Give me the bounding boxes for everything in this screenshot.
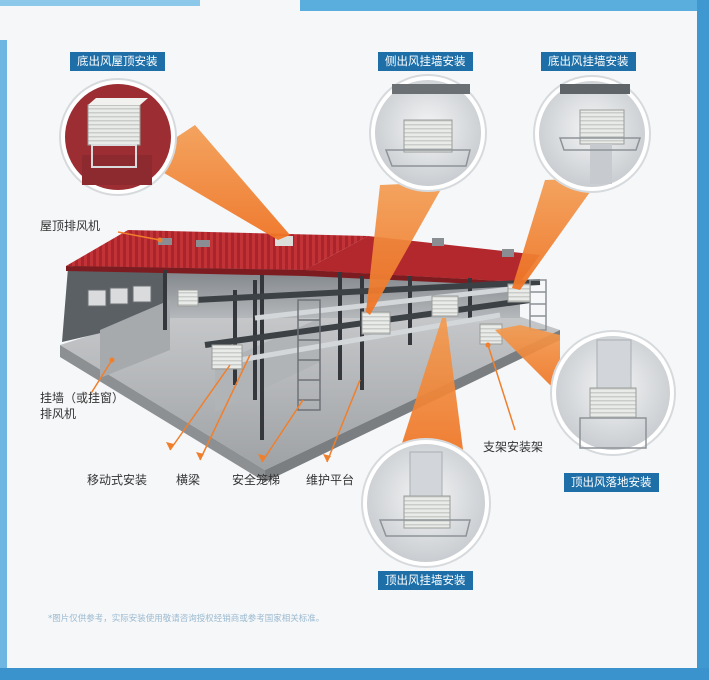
cone-top-wall <box>395 318 465 465</box>
bubble-top-wall <box>361 438 491 568</box>
label-wall-fan-line1: 挂墙（或挂窗） <box>40 391 125 405</box>
bubble-side-wall <box>369 74 487 192</box>
badge-bottom-wall-install: 底出风挂墙安装 <box>541 52 636 71</box>
label-beam: 横梁 <box>176 473 201 487</box>
cone-top-floor <box>495 325 560 395</box>
cone-bottom-wall <box>512 178 600 290</box>
cone-side-wall <box>366 182 445 315</box>
label-roof-fan: 屋顶排风机 <box>40 219 101 233</box>
safety-ladder <box>297 299 321 411</box>
wall-exhaust-fans <box>87 285 152 307</box>
label-maintenance-platform: 维护平台 <box>306 473 355 487</box>
frame-stripe-right <box>697 0 709 680</box>
roof-fan-units <box>158 236 514 257</box>
label-mobile-install: 移动式安装 <box>87 473 148 487</box>
badge-bottom-roof-install: 底出风屋顶安装 <box>70 52 165 71</box>
frame-stripe-top-left <box>0 0 200 6</box>
floor-slab-edge-right <box>265 330 560 482</box>
label-wall-fan-line2: 排风机 <box>40 407 77 421</box>
frame-stripe-left <box>0 40 7 680</box>
cone-roof <box>142 125 290 240</box>
roof-front <box>66 266 520 286</box>
pointer-arrowheads <box>109 237 491 462</box>
cooler-units <box>177 283 531 370</box>
frame-stripe-top <box>300 0 709 11</box>
beam-pipes <box>239 285 521 363</box>
label-bracket: 支架安装架 <box>483 440 544 454</box>
bubble-bottom-wall <box>533 75 651 193</box>
floor-slab-edge <box>60 345 265 482</box>
label-safety-ladder: 安全笼梯 <box>232 473 281 487</box>
bubble-roof <box>59 78 177 196</box>
badge-top-floor-install: 顶出风落地安装 <box>564 473 659 492</box>
footnote: *图片仅供参考，实际安装使用敬请咨询授权经销商或参考国家相关标准。 <box>48 614 325 624</box>
pointer-lines <box>89 231 516 463</box>
roof-red-band <box>305 236 540 282</box>
frame-stripe-bottom <box>0 668 709 680</box>
bubble-top-floor <box>550 330 676 456</box>
badge-top-wall-install: 顶出风挂墙安装 <box>378 571 473 590</box>
inner-wall-2 <box>215 318 320 412</box>
badge-side-wall-install: 侧出风挂墙安装 <box>378 52 473 71</box>
inner-wall-1 <box>100 300 170 378</box>
